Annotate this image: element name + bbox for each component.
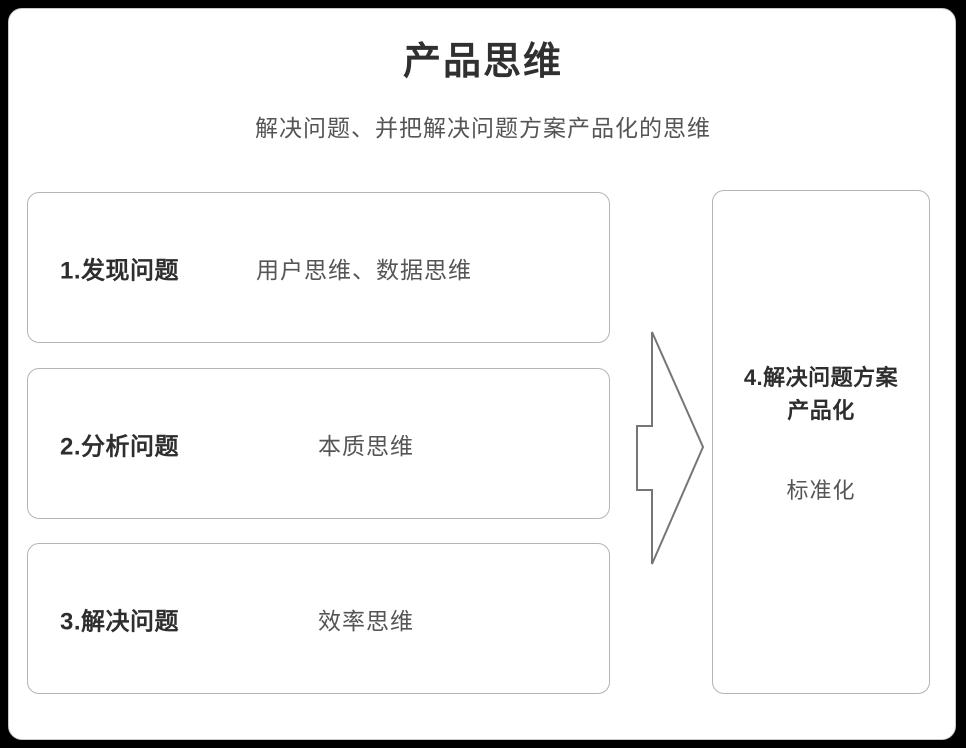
stage-3-label: 3.解决问题: [60, 608, 180, 635]
stage-1-label: 1.发现问题: [60, 257, 180, 284]
stage-2-label: 2.分析问题: [60, 433, 180, 460]
page-title: 产品思维: [402, 41, 563, 83]
outcome-title: 4.解决问题方案 产品化: [713, 361, 929, 427]
outcome-title-line-2: 产品化: [787, 398, 855, 423]
page-subtitle: 解决问题、并把解决问题方案产品化的思维: [255, 115, 711, 141]
stage-3-detail: 效率思维: [318, 607, 414, 634]
outcome-title-line-1: 4.解决问题方案: [743, 365, 899, 390]
stage-box-3[interactable]: 3.解决问题 效率思维: [27, 543, 610, 694]
stage-box-1[interactable]: 1.发现问题 用户思维、数据思维: [27, 192, 610, 343]
stage-1-detail: 用户思维、数据思维: [256, 256, 472, 283]
outcome-box[interactable]: 4.解决问题方案 产品化 标准化: [712, 190, 930, 694]
right-arrow-icon: [630, 326, 710, 570]
outcome-detail: 标准化: [786, 478, 856, 503]
stage-box-2[interactable]: 2.分析问题 本质思维: [27, 368, 610, 519]
stage-2-detail: 本质思维: [318, 432, 414, 459]
